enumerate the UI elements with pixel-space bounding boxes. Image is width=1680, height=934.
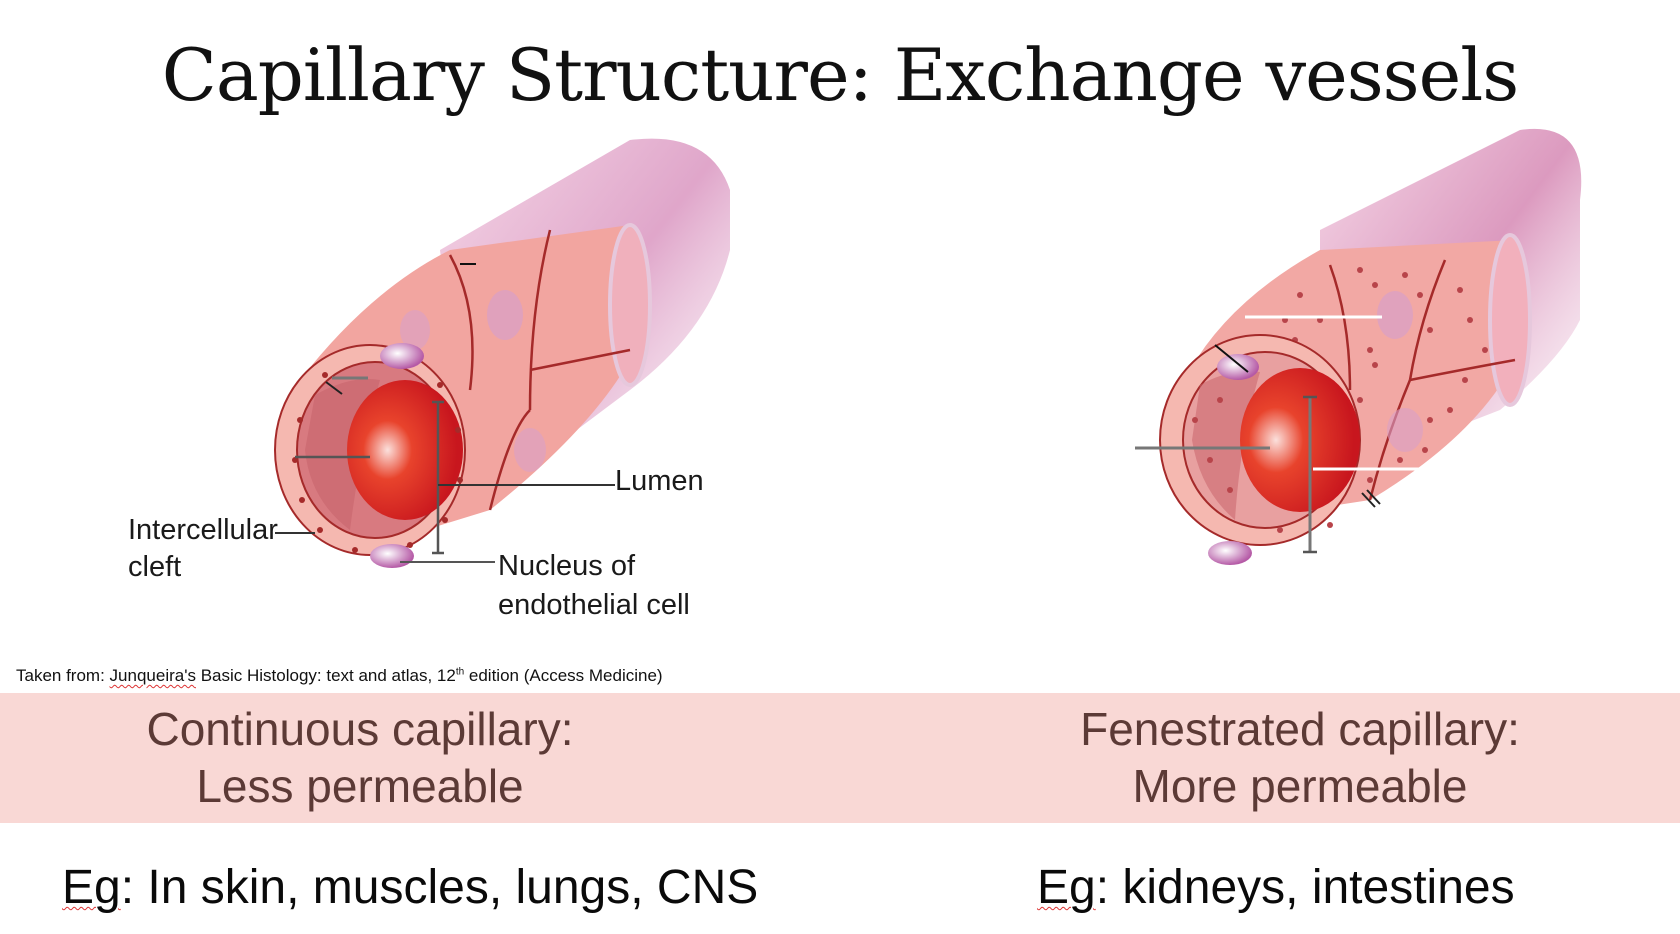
example-prefix: Eg bbox=[1037, 861, 1096, 914]
label-nucleus-line2: endothelial cell bbox=[498, 589, 690, 621]
fenestrated-capillary-permeability: More permeable bbox=[1132, 760, 1468, 812]
continuous-capillary-caption: Continuous capillary: Less permeable bbox=[60, 701, 660, 815]
continuous-capillary-illustration: Lumen Intercellular cleft Nucleus of end… bbox=[110, 130, 750, 650]
label-intercellular-cleft-line2: cleft bbox=[128, 551, 182, 583]
example-text: : In skin, muscles, lungs, CNS bbox=[120, 861, 759, 914]
citation-edition: edition (Access Medicine) bbox=[464, 666, 663, 685]
example-prefix: Eg bbox=[62, 861, 121, 914]
slide-title: Capillary Structure: Exchange vessels bbox=[161, 33, 1519, 117]
fenestrated-capillary-caption: Fenestrated capillary: More permeable bbox=[980, 701, 1620, 815]
continuous-capillary-permeability: Less permeable bbox=[196, 760, 524, 812]
citation-author: Junqueira's bbox=[109, 666, 196, 685]
example-text: : kidneys, intestines bbox=[1095, 861, 1515, 914]
citation-prefix: Taken from: bbox=[16, 666, 110, 685]
continuous-capillary-heading: Continuous capillary: bbox=[146, 703, 574, 755]
fenestrated-capillary-diagram bbox=[1135, 128, 1582, 565]
fenestrated-capillary-illustration bbox=[1120, 120, 1600, 600]
fenestrated-capillary-heading: Fenestrated capillary: bbox=[1080, 703, 1520, 755]
label-nucleus-line1: Nucleus of bbox=[498, 550, 636, 582]
image-citation: Taken from: Junqueira's Basic Histology:… bbox=[16, 666, 663, 686]
citation-superscript: th bbox=[455, 666, 465, 678]
continuous-capillary-diagram bbox=[274, 138, 730, 568]
citation-title: Basic Histology: text and atlas, 12 bbox=[195, 666, 456, 685]
label-lumen: Lumen bbox=[615, 465, 704, 497]
fenestrated-capillary-examples: Eg: kidneys, intestines bbox=[1037, 858, 1515, 918]
continuous-capillary-examples: Eg: In skin, muscles, lungs, CNS bbox=[62, 858, 758, 918]
capillary-type-band: Continuous capillary: Less permeable Fen… bbox=[0, 693, 1680, 823]
label-intercellular-cleft-line1: Intercellular bbox=[128, 514, 278, 546]
